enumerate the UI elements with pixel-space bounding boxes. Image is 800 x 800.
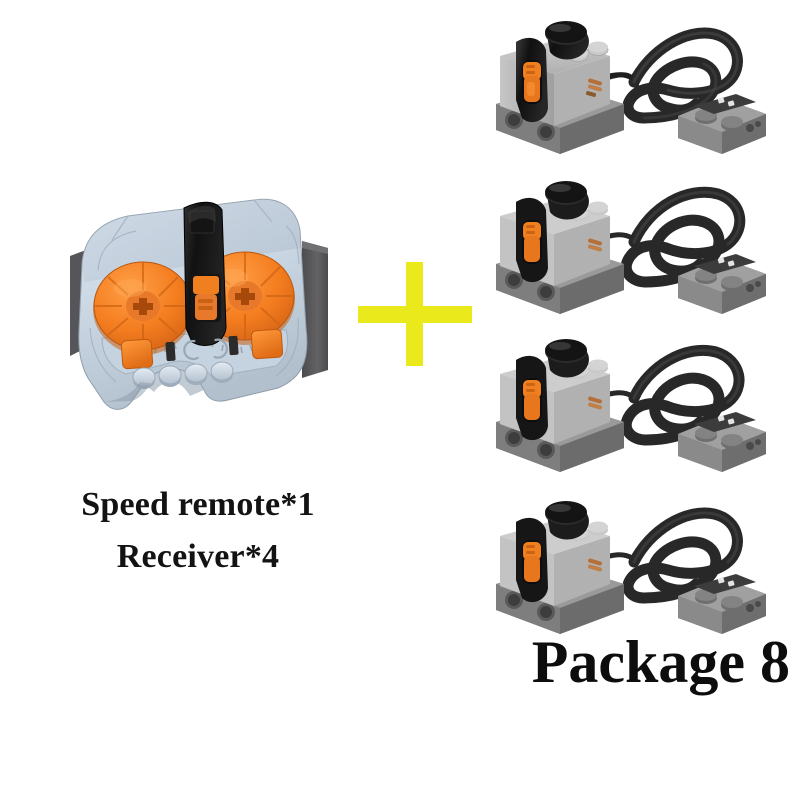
plus-sign [358, 262, 472, 366]
power-connector-brick [678, 94, 766, 154]
ribbon-cable [591, 507, 743, 604]
ir-dome-cap [545, 21, 589, 60]
left-indicator-slot [165, 341, 176, 362]
remote-bottom-shadow [104, 382, 150, 402]
direction-indicator-icons [183, 338, 228, 361]
left-orange-button[interactable] [120, 338, 154, 370]
power-connector-brick [678, 254, 766, 314]
metal-contacts [588, 558, 602, 572]
center-channel-selector[interactable] [183, 201, 227, 346]
orange-channel-switch[interactable] [523, 542, 541, 582]
power-connector-brick [678, 412, 766, 472]
ribbon-cable [591, 186, 746, 288]
ribbon-cable [597, 27, 743, 124]
metal-contacts [588, 238, 602, 252]
receiver-body [496, 21, 624, 154]
ir-receiver-module-4 [482, 492, 800, 642]
remote-panel-lines [89, 199, 300, 383]
plus-vertical-bar [406, 262, 423, 366]
ir-receiver-module-3 [482, 330, 800, 480]
remote-right-side-panel [302, 241, 328, 378]
receiver-label: Receiver*4 [116, 538, 280, 575]
axle-cross-hole [133, 298, 153, 315]
package-title: Package 8 [531, 629, 790, 695]
product-contents-labels: Speed remote*1 Receiver*4 [28, 488, 368, 574]
ir-receiver-module-2 [482, 172, 800, 322]
receiver-side-face [554, 56, 610, 126]
axle-cross-hole [235, 288, 255, 305]
ir-dome-cap [545, 501, 589, 540]
orange-slider-switch[interactable] [193, 276, 219, 320]
bottom-round-buttons[interactable] [132, 361, 234, 389]
speed-remote-control-image [40, 178, 350, 428]
ir-dome-cap [545, 339, 589, 378]
speed-remote-label: Speed remote*1 [81, 486, 315, 523]
metal-contacts [588, 396, 602, 410]
ir-receiver-module-1 [482, 12, 800, 162]
right-orange-button[interactable] [250, 328, 284, 360]
power-connector-brick [678, 574, 766, 634]
right-indicator-slot [228, 335, 239, 356]
orange-channel-switch[interactable] [523, 380, 541, 420]
connector-contacts [717, 97, 735, 107]
metal-contacts [585, 78, 602, 97]
ir-dome-cap [545, 181, 589, 220]
orange-channel-switch[interactable] [523, 62, 541, 102]
orange-channel-switch[interactable] [523, 222, 541, 262]
left-rotary-dial[interactable] [93, 261, 193, 355]
